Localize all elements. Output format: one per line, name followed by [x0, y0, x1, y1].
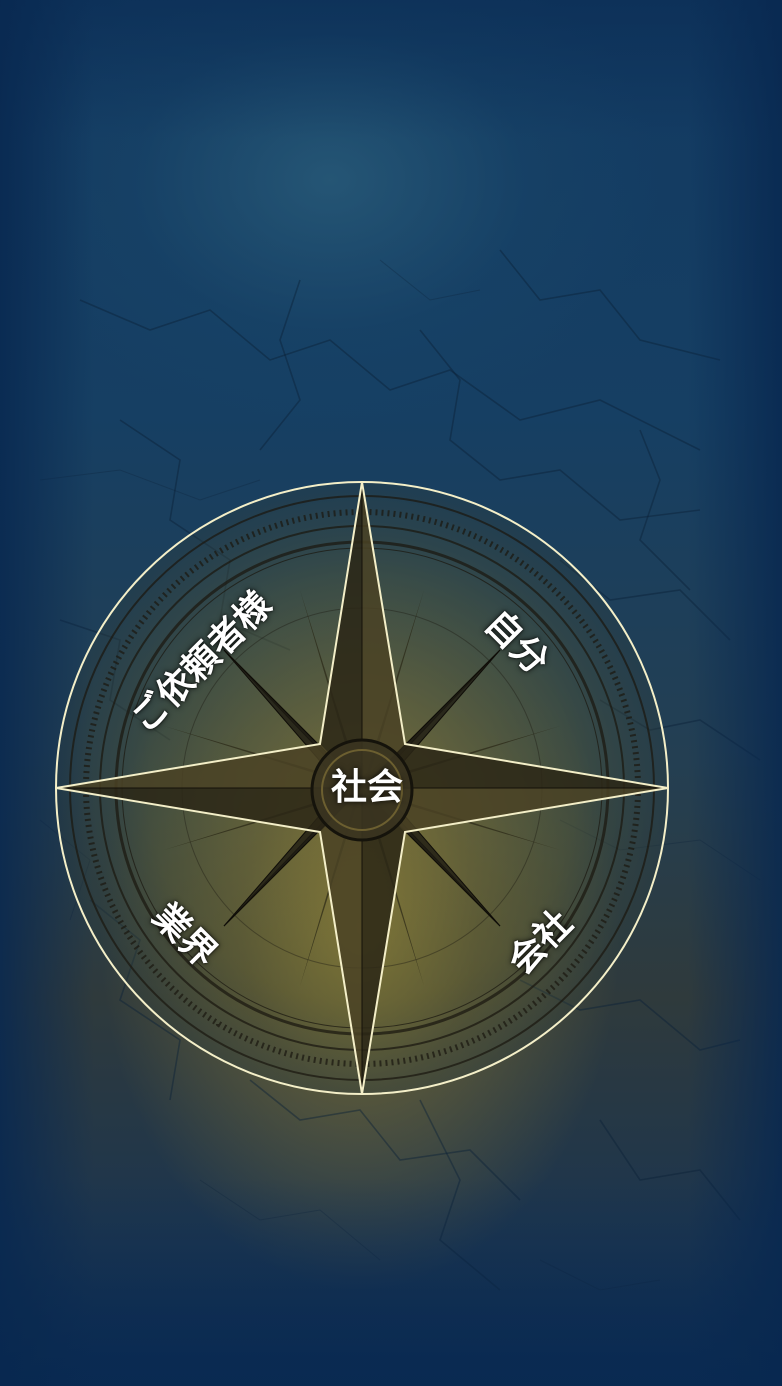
compass-star-outline	[55, 481, 669, 1095]
center-label: 社会	[330, 767, 403, 808]
compass-hub	[310, 738, 414, 842]
